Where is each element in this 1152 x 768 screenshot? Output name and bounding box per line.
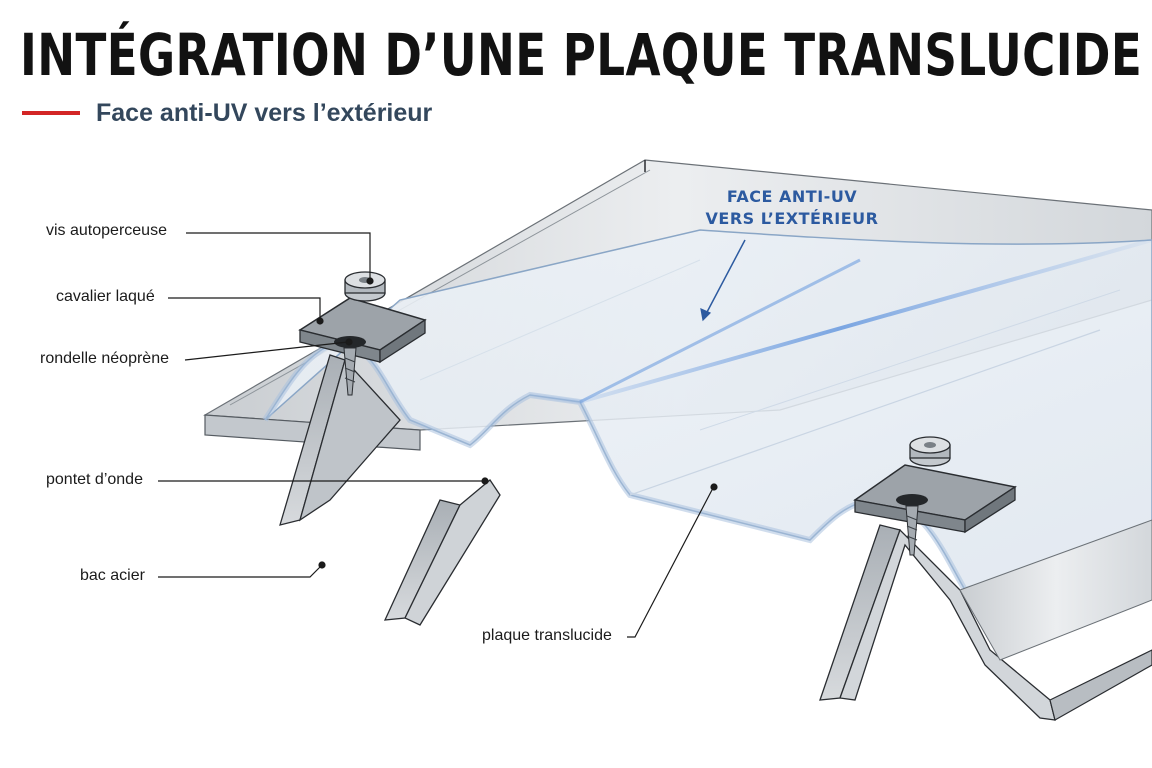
subtitle-row: Face anti-UV vers l’extérieur xyxy=(22,96,432,130)
leader-plaque xyxy=(627,487,714,638)
leader-cavalier xyxy=(168,297,321,320)
callout-face-anti-uv: FACE ANTI-UV VERS L’EXTÉRIEUR xyxy=(672,186,912,230)
leader-pontet-dot xyxy=(481,477,489,485)
label-vis-autoperceuse: vis autoperceuse xyxy=(46,222,167,239)
subtitle: Face anti-UV vers l’extérieur xyxy=(96,98,433,127)
label-bac-acier: bac acier xyxy=(80,567,145,584)
leader-bac xyxy=(158,564,323,578)
subtitle-accent-line xyxy=(22,111,80,115)
leader-vis-dot xyxy=(366,277,374,285)
leader-uv-arrow xyxy=(700,307,712,322)
page-title: INTÉGRATION D’UNE PLAQUE TRANSLUCIDE xyxy=(20,21,1143,89)
leader-uv xyxy=(705,239,746,315)
label-cavalier-laque: cavalier laqué xyxy=(56,288,155,305)
fixing-left xyxy=(298,271,427,396)
fixing-right xyxy=(853,436,1017,556)
callout-line-1: FACE ANTI-UV xyxy=(726,187,858,206)
label-rondelle-neoprene: rondelle néoprène xyxy=(40,350,169,367)
callout-line-2: VERS L’EXTÉRIEUR xyxy=(705,209,879,228)
leader-bac-dot xyxy=(318,561,326,569)
leader-rondelle-dot xyxy=(345,338,353,346)
steel-deck-front xyxy=(279,354,1152,721)
label-plaque-translucide: plaque translucide xyxy=(482,627,612,644)
leader-rondelle xyxy=(184,341,349,361)
leader-vis xyxy=(186,232,371,280)
leader-plaque-dot xyxy=(710,483,718,491)
leader-cavalier-dot xyxy=(316,317,324,325)
leader-lines xyxy=(158,232,746,638)
label-pontet-onde: pontet d’onde xyxy=(46,471,143,488)
